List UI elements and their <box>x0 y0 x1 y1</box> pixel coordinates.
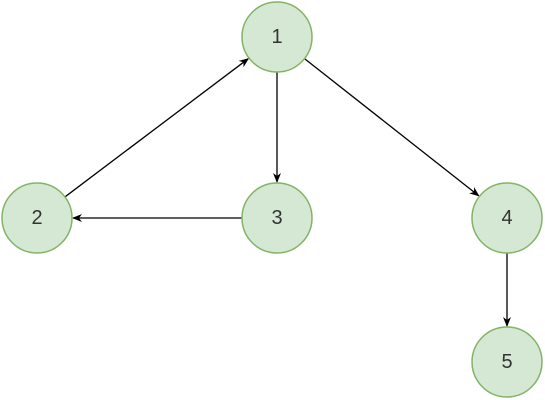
node-2[interactable]: 2 <box>1 182 73 254</box>
node-2-label: 2 <box>31 207 42 229</box>
edge-1-to-4 <box>304 58 480 197</box>
node-5-label: 5 <box>501 351 512 373</box>
node-1-label: 1 <box>271 26 282 48</box>
node-4-circle <box>471 182 543 254</box>
node-4-label: 4 <box>501 207 512 229</box>
node-4[interactable]: 4 <box>471 182 543 254</box>
node-5[interactable]: 5 <box>471 326 543 398</box>
edges-layer <box>64 58 511 327</box>
node-1-circle <box>241 1 313 73</box>
node-3-label: 3 <box>271 207 282 229</box>
node-3[interactable]: 3 <box>241 182 313 254</box>
node-5-circle <box>471 326 543 398</box>
node-3-circle <box>241 182 313 254</box>
node-1[interactable]: 1 <box>241 1 313 73</box>
node-2-circle <box>1 182 73 254</box>
edge-2-to-1 <box>64 58 250 198</box>
